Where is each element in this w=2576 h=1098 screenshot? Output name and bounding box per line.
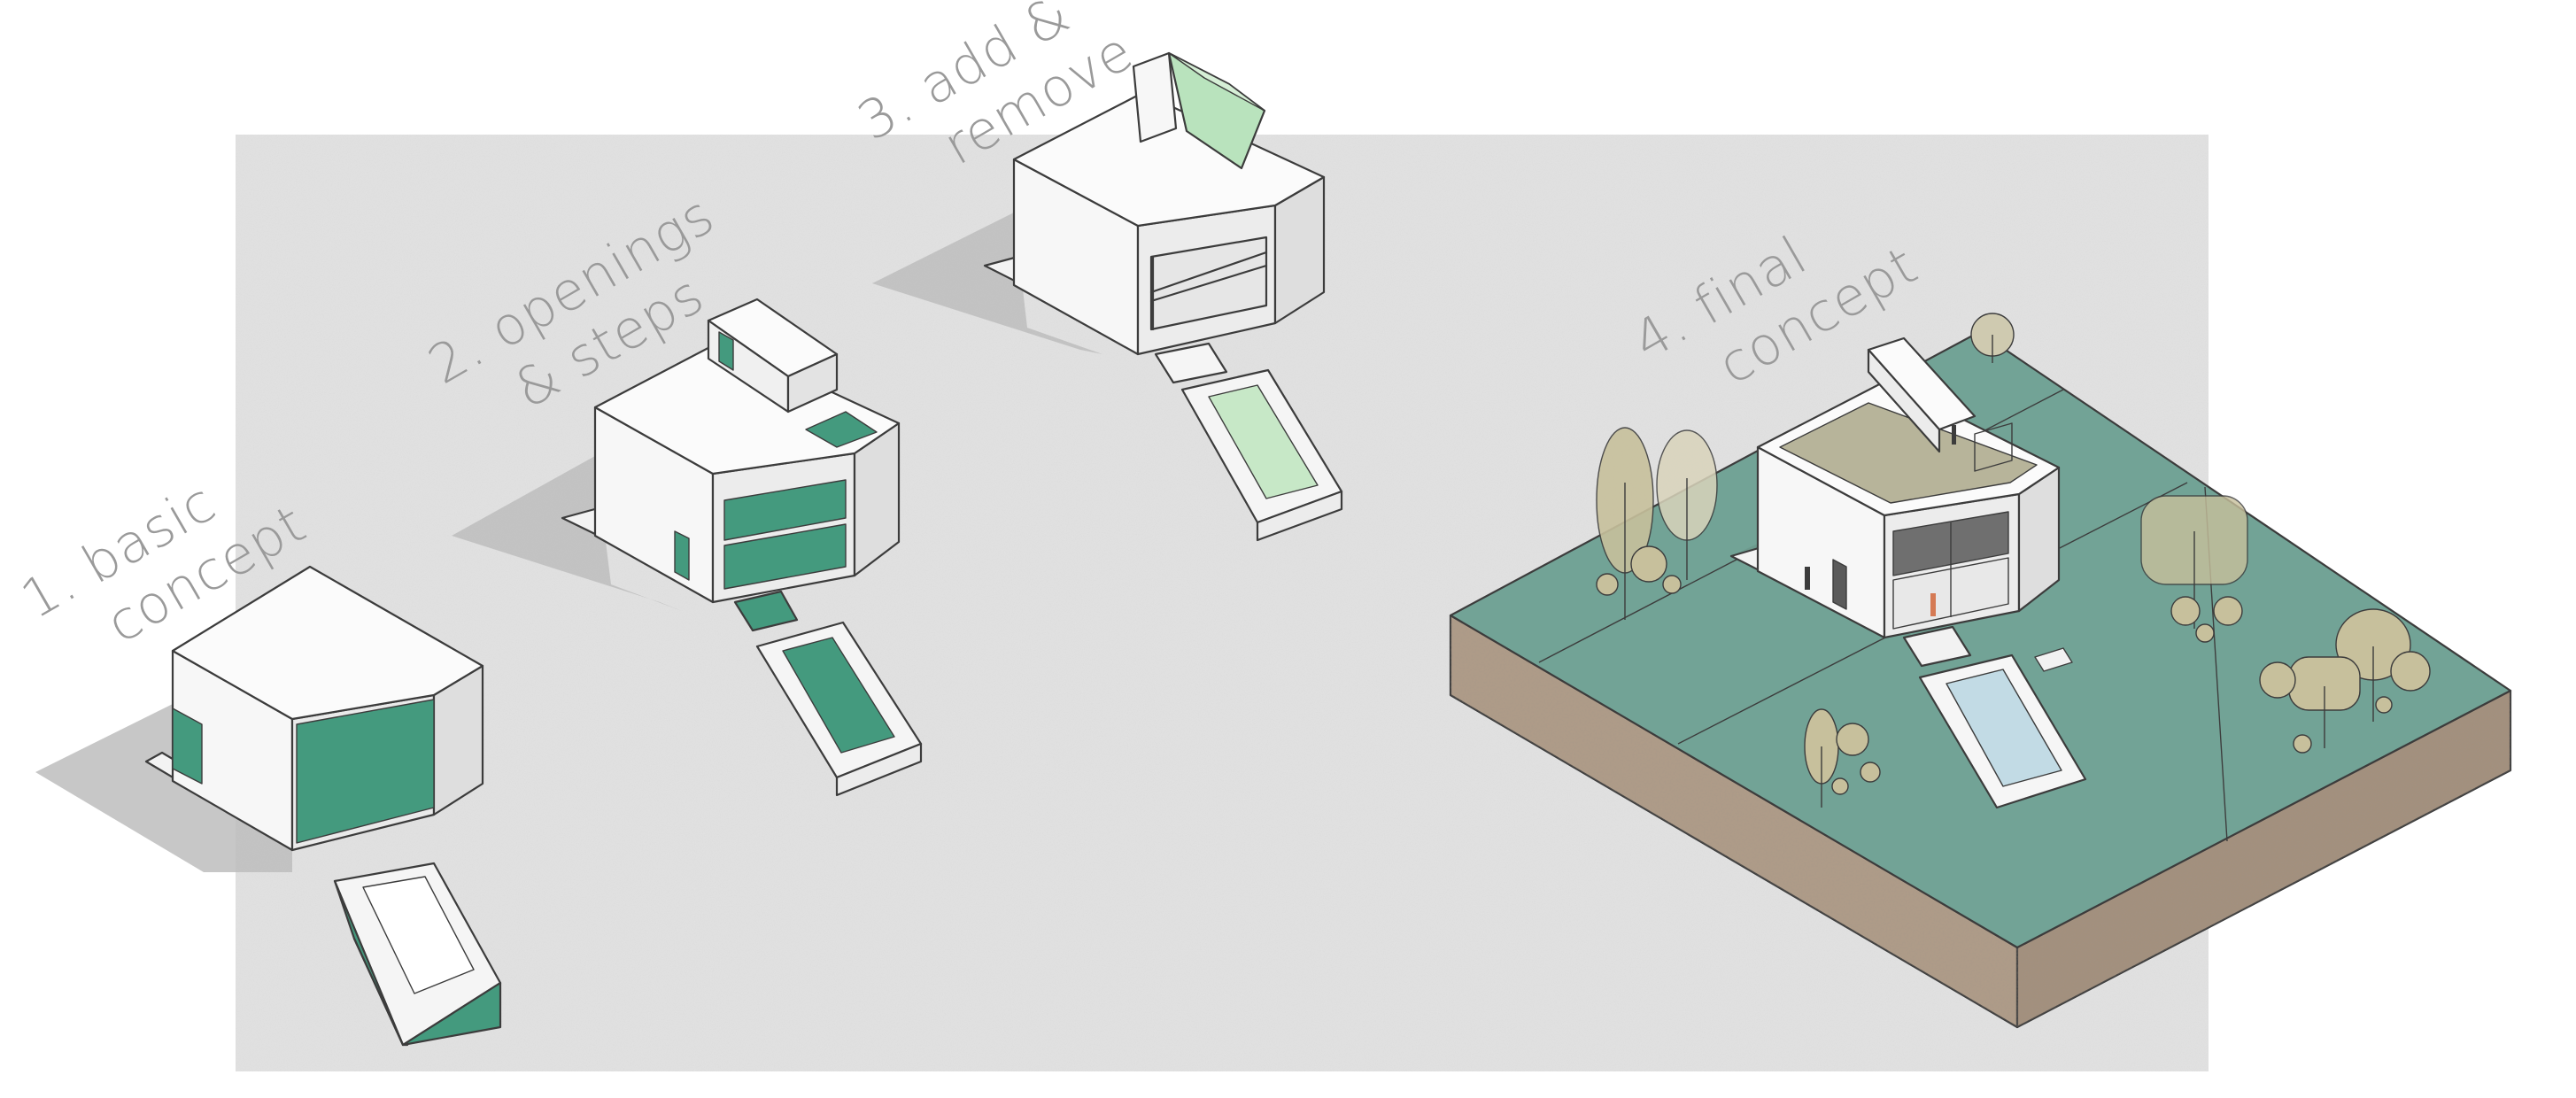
- stage-3-opening-brace: [1149, 251, 1268, 294]
- tree-5: [1662, 575, 1682, 594]
- tree-9: [1860, 762, 1881, 783]
- stage-2-roof-box-window: [718, 331, 734, 371]
- stage-4-soil-grain-front: [1450, 615, 2017, 1027]
- stage-2-pool-front: [835, 742, 923, 797]
- stage-1-basic-concept-model: [35, 565, 502, 1047]
- stage-4-door: [1832, 559, 1847, 610]
- stage-3-steps: [1154, 342, 1228, 384]
- tree-17: [2259, 661, 2296, 699]
- stage-2-roof-green-patch: [805, 411, 878, 448]
- stage-1-roof: [171, 565, 484, 721]
- stage-1-pool-front: [352, 937, 502, 1047]
- stage-4-person-2: [1930, 593, 1936, 616]
- stage-2-roof: [593, 339, 901, 476]
- stage-3-roof: [1012, 91, 1326, 228]
- stage-4-steps: [1902, 625, 1972, 668]
- stage-3-shadow: [872, 213, 1102, 354]
- stage-4-pool-water: [1946, 669, 2062, 787]
- stage-4-final-concept-model: [1449, 313, 2512, 1029]
- tree-4: [1596, 573, 1619, 596]
- stage-3-add-remove-model: [872, 51, 1343, 542]
- stage-4-person-3: [1952, 425, 1956, 445]
- stage-2-door: [674, 530, 690, 581]
- tree-12: [2170, 596, 2201, 626]
- stage-2-pool-water: [782, 637, 895, 754]
- stage-4-trees: [1596, 313, 2431, 808]
- stage-3-opening-brace-2: [1149, 264, 1268, 303]
- tree-20: [2375, 696, 2393, 714]
- stage-3-pool-front: [1256, 490, 1343, 542]
- stage-3-roof-parapet: [1132, 51, 1178, 143]
- stage-4-lounger: [2034, 647, 2073, 672]
- stage-2-shadow: [452, 456, 682, 611]
- stage-2-steps: [733, 590, 799, 632]
- tree-18: [2390, 651, 2431, 692]
- stage-2-window-upper: [723, 479, 847, 541]
- tree-14: [2195, 623, 2215, 643]
- stage-3-roof-green-top: [1168, 52, 1265, 112]
- stage-2-roof-box-side: [786, 352, 839, 414]
- tree-8: [1836, 723, 1869, 756]
- stage-4-roof-garden: [1779, 402, 2038, 504]
- stage-2-openings-steps-model: [452, 298, 923, 797]
- stage-1-glass-right: [296, 699, 435, 844]
- stage-3-pool-water: [1208, 384, 1319, 499]
- stage-1-pool-water: [362, 876, 475, 994]
- tree-19: [2293, 734, 2312, 754]
- stage-1-glass-left: [172, 708, 203, 785]
- stage-4-roof-stair-tower-side: [1867, 348, 1941, 453]
- stage-2-window-lower: [723, 523, 847, 590]
- stage-4-person-1: [1805, 567, 1810, 590]
- tree-13: [2213, 596, 2243, 626]
- stage-4-roof-railing: [1974, 422, 2013, 472]
- stage-4-soil-grain-side: [2017, 691, 2510, 1027]
- tree-3: [1630, 545, 1667, 583]
- tree-10: [1831, 777, 1849, 795]
